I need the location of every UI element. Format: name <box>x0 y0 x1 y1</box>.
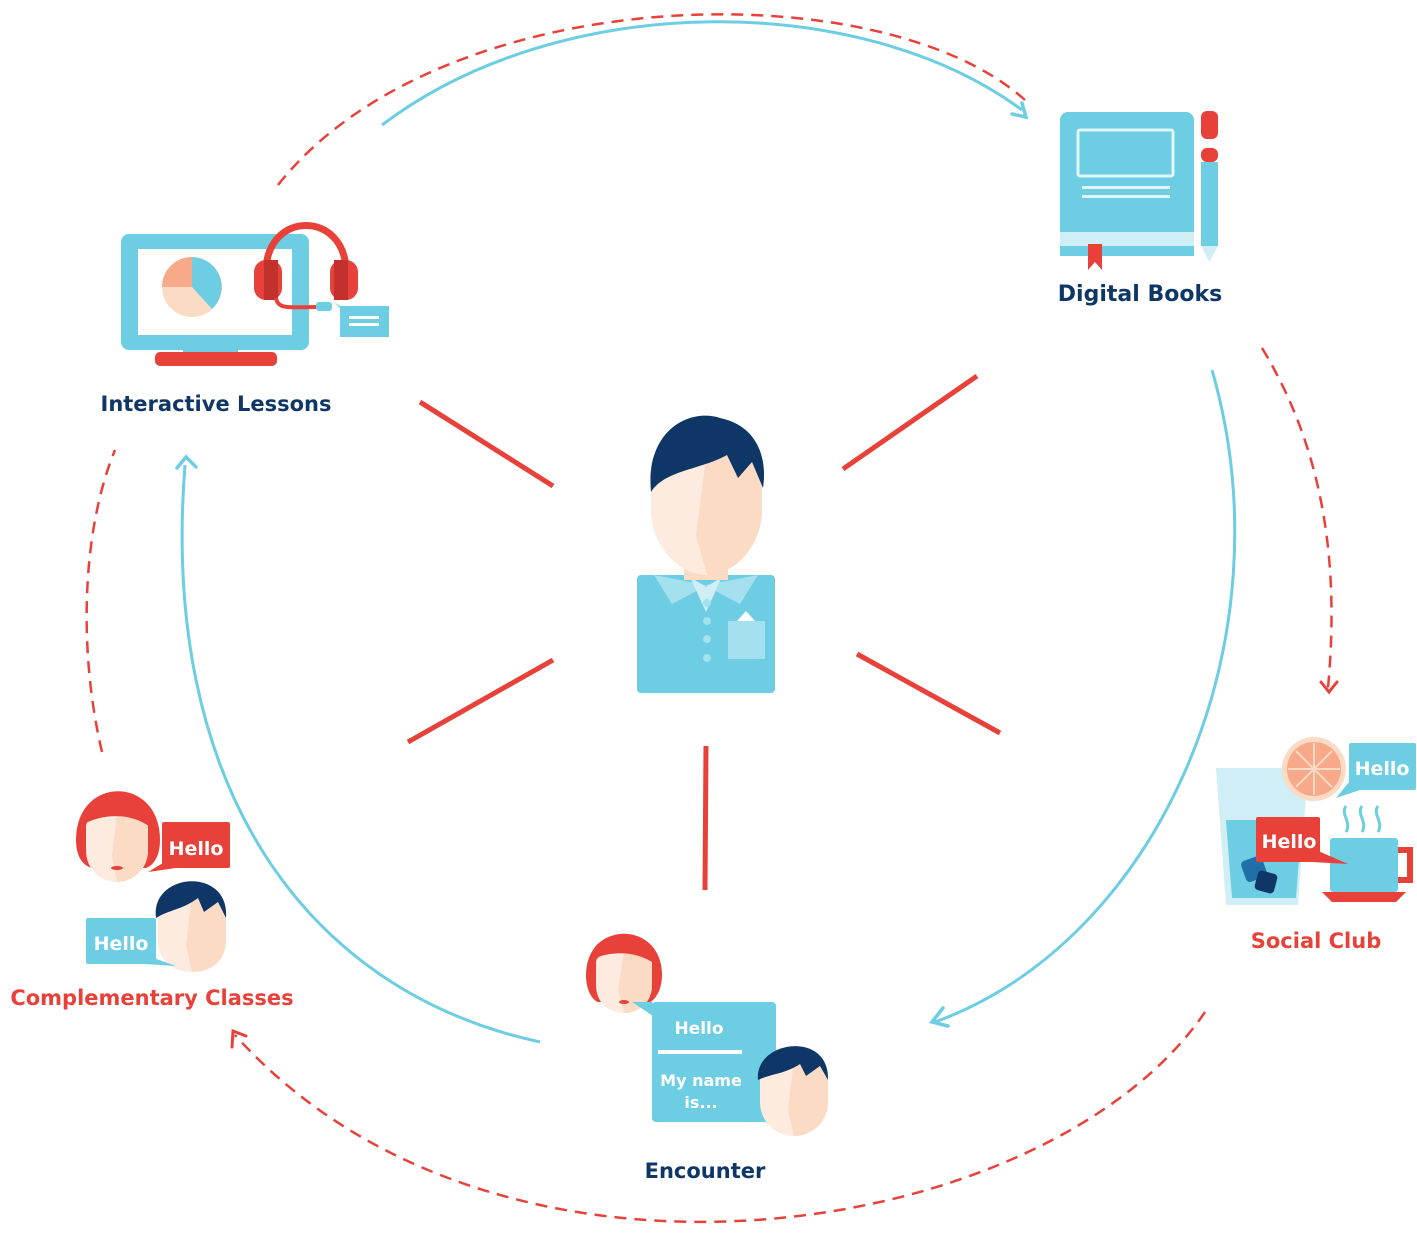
label-social-club: Social Club <box>1251 929 1381 953</box>
dashed-arrow-lessons-to-books <box>277 13 1026 186</box>
spoke-encounter <box>702 745 709 891</box>
arrowhead-classes <box>230 1028 248 1049</box>
dashed-arrow-social-to-classes <box>234 1011 1207 1224</box>
arrowhead-books <box>1010 101 1029 120</box>
spoke-social <box>855 651 1002 736</box>
arrowhead-lessons <box>175 454 198 470</box>
label-interactive-lessons: Interactive Lessons <box>101 392 332 416</box>
student-icon <box>637 415 775 693</box>
encounter-bubble-hello: Hello <box>674 1019 723 1039</box>
spoke-lessons <box>418 399 555 489</box>
spokes <box>406 373 1002 891</box>
solid-arrow-lessons-to-books <box>381 20 1023 127</box>
solid-arrow-books-to-encounter <box>934 369 1237 1024</box>
encounter-bubble-line2: My name <box>660 1071 742 1090</box>
cycle-arrows <box>85 13 1339 1224</box>
dashed-arrow-books-to-social <box>1260 347 1333 689</box>
social-bubble-top-text: Hello <box>1355 758 1410 780</box>
people-chat-icon <box>76 791 230 972</box>
book-pencil-icon <box>1060 111 1218 270</box>
label-encounter: Encounter <box>645 1159 766 1183</box>
label-complementary-classes: Complementary Classes <box>10 986 293 1010</box>
arrowhead-encounter <box>928 1006 950 1028</box>
drinks-icon <box>1216 737 1416 905</box>
conversation-icon <box>586 933 829 1136</box>
social-bubble-mid-text: Hello <box>1262 831 1317 853</box>
classes-bubble-bottom-text: Hello <box>94 933 149 955</box>
classes-bubble-top-text: Hello <box>169 838 224 860</box>
spoke-books <box>841 373 979 472</box>
monitor-headset-icon <box>121 222 389 366</box>
label-digital-books: Digital Books <box>1058 282 1222 307</box>
arrowhead-social <box>1319 680 1339 695</box>
solid-arrow-encounter-to-lessons <box>180 464 541 1044</box>
spoke-classes <box>406 657 555 745</box>
encounter-bubble-line3: is... <box>684 1093 717 1112</box>
dashed-arrow-classes-to-lessons <box>85 449 117 753</box>
